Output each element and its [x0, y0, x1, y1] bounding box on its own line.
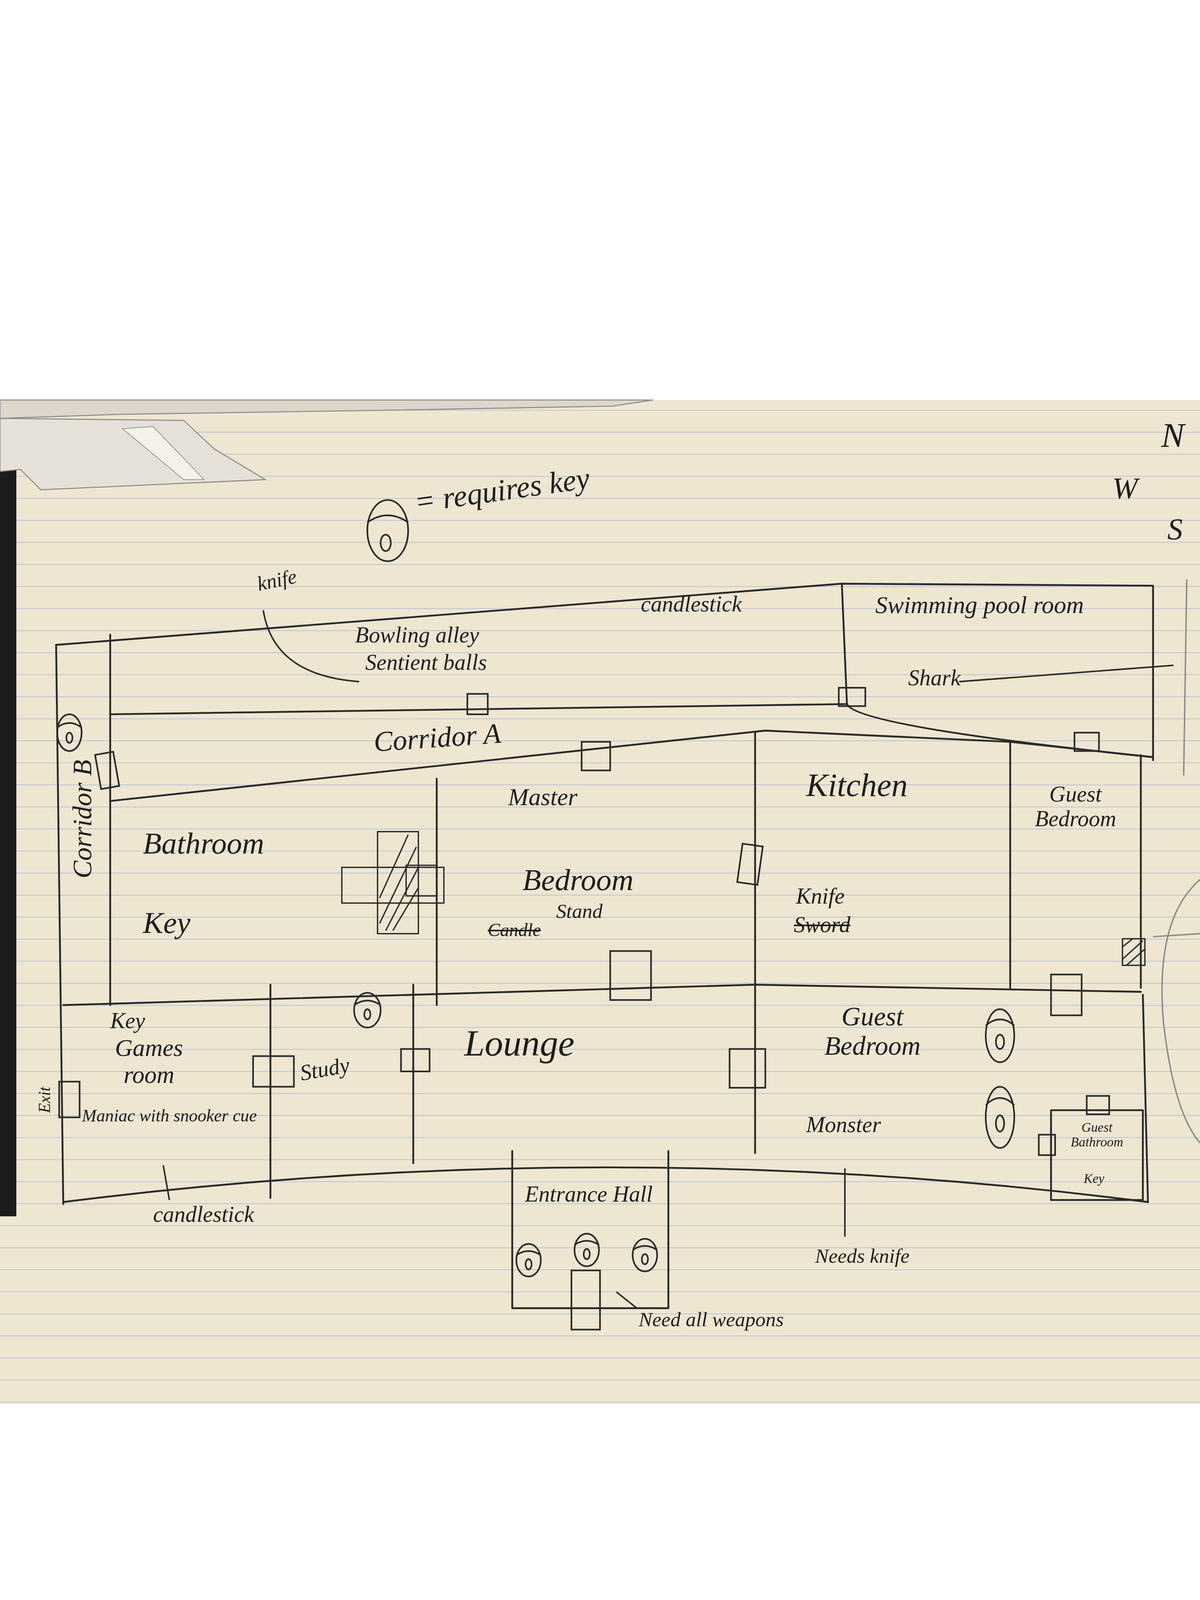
room: KeyGames roomManiac with snooker cue	[65, 1008, 269, 1198]
room-label: Key	[1083, 1171, 1105, 1187]
room: MasterBedroomStandCandle	[438, 780, 754, 983]
room-label: Shark	[908, 665, 961, 691]
room: BathroomKey	[112, 801, 435, 1004]
room: Guest BedroomMonsterGuest BathroomKey	[757, 987, 1049, 1151]
room-label: Maniac with snooker cue	[77, 1105, 262, 1125]
room: Guest Bedroom	[1012, 744, 1139, 986]
note-label: candlestick	[153, 1201, 254, 1227]
room-label: Lounge	[464, 1023, 575, 1064]
paper	[0, 400, 1200, 1404]
room-label: Games room	[87, 1034, 211, 1089]
scribbled-door	[1122, 938, 1146, 966]
room-label: Key	[142, 905, 191, 940]
torn-scrap	[0, 418, 266, 490]
room-label: Guest Bedroom	[790, 1001, 954, 1061]
room: Bowling alleySentient balls candlestick	[112, 586, 839, 708]
torn-scrap	[0, 400, 654, 419]
room: Swimming pool roomShark	[844, 586, 1151, 702]
doors	[59, 687, 1110, 1330]
ruled-lines	[0, 400, 1200, 1404]
leader-lines	[163, 610, 1174, 1309]
note-label: N	[1161, 416, 1185, 455]
room-label: Knife	[796, 883, 845, 909]
note-label: S	[1167, 512, 1183, 547]
room: Guest BathroomKey	[1053, 1112, 1141, 1199]
room: Corridor A	[112, 714, 766, 799]
room-label: candlestick	[640, 591, 742, 617]
room-label: Entrance Hall	[522, 1181, 656, 1207]
room-label: Stand	[555, 900, 603, 923]
scribbled-door	[341, 831, 444, 934]
room: Study	[272, 987, 412, 1182]
room: Lounge	[415, 987, 754, 1162]
room-label: Key	[110, 1008, 146, 1033]
room-label: Corridor B	[68, 759, 98, 879]
note-label: Needs knife	[805, 1244, 919, 1268]
pencil-lines	[1153, 579, 1200, 1143]
room-label: Kitchen	[805, 767, 908, 804]
walls	[55, 583, 1153, 1309]
room-label: Corridor A	[372, 717, 502, 758]
room-label: Bathroom	[142, 826, 265, 861]
room-label: Master	[508, 783, 578, 811]
room: KitchenKnifeSword	[757, 732, 1009, 986]
room-label: Study	[298, 1052, 352, 1086]
room: Corridor B	[57, 637, 109, 1000]
note-label: W	[1112, 471, 1138, 506]
torn-scrap	[122, 426, 205, 480]
room-label: Guest Bathroom	[1059, 1120, 1135, 1150]
paper-shadow	[0, 400, 17, 1217]
room-label: Bowling alley	[355, 622, 480, 648]
room-label: Monster	[805, 1112, 881, 1137]
room-label: Swimming pool room	[867, 591, 1093, 619]
room-label: Sentient balls	[365, 650, 487, 675]
room-label: Bedroom	[522, 863, 634, 897]
note-label: Need all weapons	[634, 1308, 788, 1331]
room-label: Sword	[794, 912, 851, 937]
room-label: Candle	[487, 920, 541, 941]
room-label: Guest Bedroom	[1016, 781, 1135, 831]
note-label: Exit	[36, 1086, 54, 1114]
lock-symbols	[57, 500, 1015, 1277]
room: Entrance Hall	[514, 1153, 667, 1268]
